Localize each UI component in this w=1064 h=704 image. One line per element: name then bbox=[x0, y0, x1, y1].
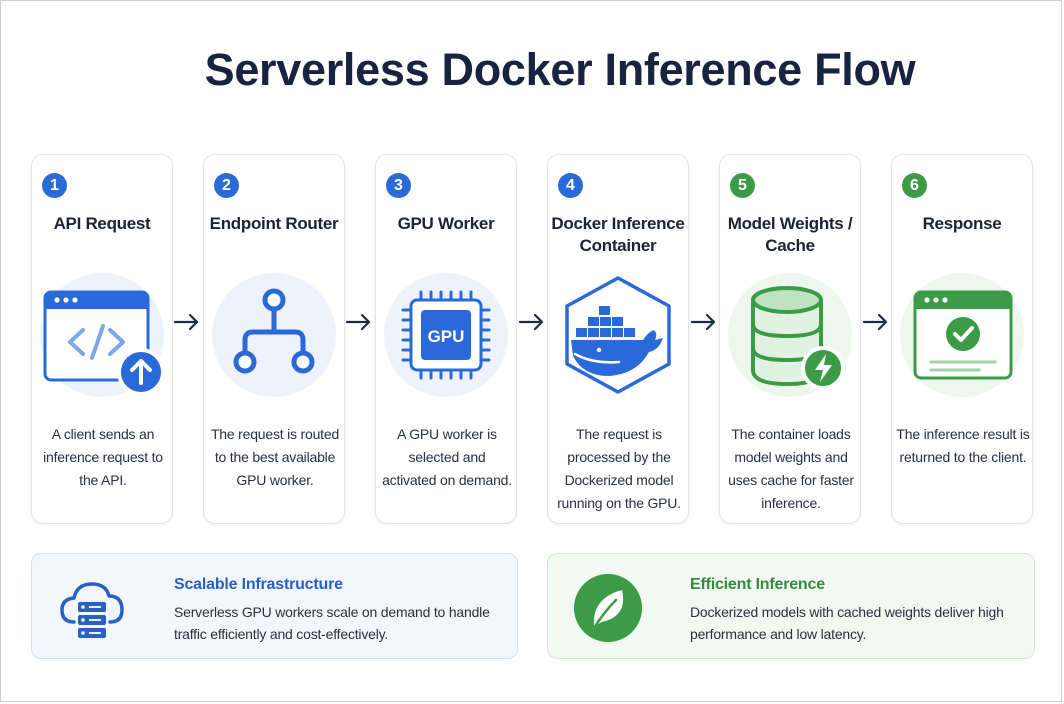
flow-arrow-icon bbox=[173, 312, 201, 332]
step-title: API Request bbox=[53, 214, 151, 233]
step-title: Endpoint Router bbox=[209, 214, 339, 233]
leaf-icon bbox=[572, 572, 644, 644]
step-card-docker-inference-container: 4 Docker Inference Container The request… bbox=[547, 154, 689, 524]
step-description: The inference result is returned to the … bbox=[896, 426, 1030, 465]
step-description: A GPU worker is selected and activated o… bbox=[382, 426, 512, 488]
step-description: The request is routed to the best availa… bbox=[210, 426, 340, 488]
step-title: Docker Inference Container bbox=[551, 214, 685, 255]
database-bolt-icon bbox=[725, 270, 855, 400]
step-card-response: 6 Response The inference result is retur… bbox=[891, 154, 1033, 524]
panel-text: Dockerized models with cached weights de… bbox=[690, 604, 1004, 642]
step-number-badge: 1 bbox=[42, 173, 67, 198]
step-title: GPU Worker bbox=[397, 214, 495, 233]
step-card-api-request: 1 API Request A client sends an inferenc… bbox=[31, 154, 173, 524]
gpu-chip-icon: GPU bbox=[381, 270, 511, 400]
step-card-gpu-worker: 3 GPU Worker GPU A GPU worker is selecte… bbox=[375, 154, 517, 524]
step-number-badge: 6 bbox=[902, 173, 927, 198]
flow-arrow-icon bbox=[690, 312, 718, 332]
step-card-model-weights-cache: 5 Model Weights / Cache The container lo… bbox=[719, 154, 861, 524]
panel-title: Efficient Inference bbox=[690, 576, 825, 593]
router-branch-icon bbox=[209, 270, 339, 400]
flow-arrow-icon bbox=[518, 312, 546, 332]
step-number-badge: 3 bbox=[386, 173, 411, 198]
panel-efficient-inference: Efficient Inference Dockerized models wi… bbox=[547, 553, 1035, 659]
step-description: The request is processed by the Dockeriz… bbox=[557, 426, 681, 511]
flow-arrow-icon bbox=[862, 312, 890, 332]
page-title: Serverless Docker Inference Flow bbox=[204, 44, 916, 95]
step-description: A client sends an inference request to t… bbox=[43, 426, 163, 488]
step-number-badge: 5 bbox=[730, 173, 755, 198]
step-description: The container loads model weights and us… bbox=[728, 426, 854, 511]
docker-whale-icon bbox=[553, 270, 683, 400]
panel-text: Serverless GPU workers scale on demand t… bbox=[174, 604, 490, 642]
panel-scalable-infrastructure: Scalable Infrastructure Serverless GPU w… bbox=[31, 553, 518, 659]
gpu-chip-label: GPU bbox=[428, 327, 465, 346]
browser-code-upload-icon bbox=[37, 270, 167, 400]
step-card-endpoint-router: 2 Endpoint Router The request is routed … bbox=[203, 154, 345, 524]
flow-arrow-icon bbox=[345, 312, 373, 332]
panel-title: Scalable Infrastructure bbox=[174, 576, 343, 593]
cloud-server-icon bbox=[56, 572, 128, 644]
step-number-badge: 2 bbox=[214, 173, 239, 198]
browser-checkmark-icon bbox=[897, 270, 1027, 400]
step-title: Model Weights / Cache bbox=[727, 214, 853, 255]
step-number-badge: 4 bbox=[558, 173, 583, 198]
step-title: Response bbox=[922, 214, 1002, 233]
